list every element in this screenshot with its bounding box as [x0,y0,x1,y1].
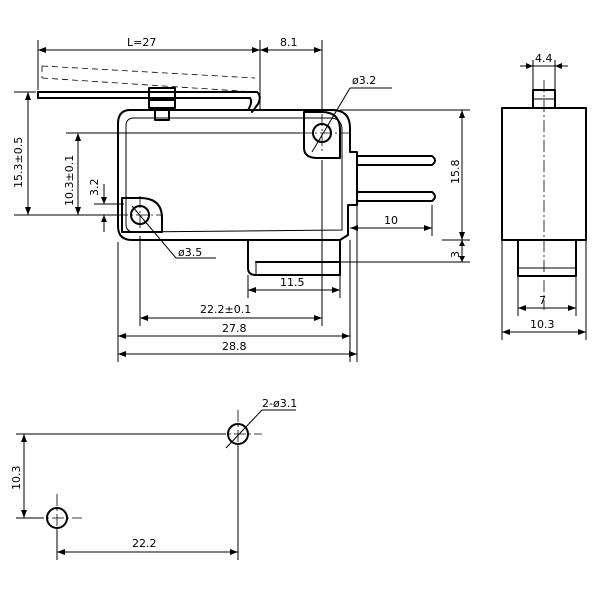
dim-body-length [117,240,351,362]
front-view: ø3.2 ø3.5 L=27 8.1 [12,36,470,362]
label-overall-height: 15.3±0.5 [12,137,25,188]
plunger [148,87,176,121]
dim-hole-height [66,132,300,215]
label-lever-length: L=27 [127,36,156,49]
dim-base-width [517,276,577,316]
label-terminal-width: 11.5 [280,276,305,289]
dim-terminal-width [247,275,341,298]
bottom-mount-boss [121,197,163,233]
label-terminal-length: 10 [384,214,398,227]
label-footprint-vertical: 10.3 [10,466,23,491]
footprint-hole-top-right [227,423,249,445]
label-mount-hole-bottom: ø3.5 [178,246,202,259]
lever-actuated-dashed [41,65,256,93]
label-terminal-offset: 3.2 [88,179,101,197]
mounting-footprint: 2-ø3.1 10.3 22.2 [10,397,297,560]
dim-lever-extra [259,40,323,112]
label-base-width: 7 [539,294,546,307]
side-base [517,239,577,277]
label-hole-spacing: 22.2±0.1 [200,303,251,316]
leader-hole-bottom [131,205,216,259]
dim-overall-length [118,205,358,362]
leader-footprint-holes [225,409,296,449]
label-hole-height: 10.3±0.1 [63,155,76,206]
label-footprint-holes: 2-ø3.1 [262,397,297,410]
dim-plunger-width [520,60,568,90]
label-footprint-horizontal: 22.2 [132,537,157,550]
hole-centerlines [96,114,350,236]
terminal-top [356,155,436,166]
dim-footprint-vertical [16,433,226,519]
label-terminal-gap: 3 [449,251,462,258]
label-plunger-width: 4.4 [535,52,553,65]
label-lever-extra: 8.1 [280,36,298,49]
dim-terminal-offset [94,184,124,232]
terminal-bottom [247,239,341,276]
dim-body-height [340,109,470,241]
dim-lever-length [37,40,260,90]
label-mount-hole-top: ø3.2 [352,74,376,87]
label-body-length: 27.8 [222,322,247,335]
dim-terminal-length [350,205,433,236]
leader-hole-top [311,87,392,153]
dim-terminal-gap [340,240,470,263]
label-body-height: 15.8 [449,160,462,185]
dim-footprint-horizontal [56,446,239,560]
dim-overall-height [14,91,118,216]
label-overall-length: 28.8 [222,340,247,353]
dim-hole-spacing [139,160,323,326]
dim-body-width [501,240,587,340]
terminal-middle [356,191,436,202]
top-mount-boss [303,111,341,159]
label-body-width: 10.3 [530,318,555,331]
switch-body-outline [117,109,358,241]
side-view: 4.4 7 10.3 [501,52,587,340]
